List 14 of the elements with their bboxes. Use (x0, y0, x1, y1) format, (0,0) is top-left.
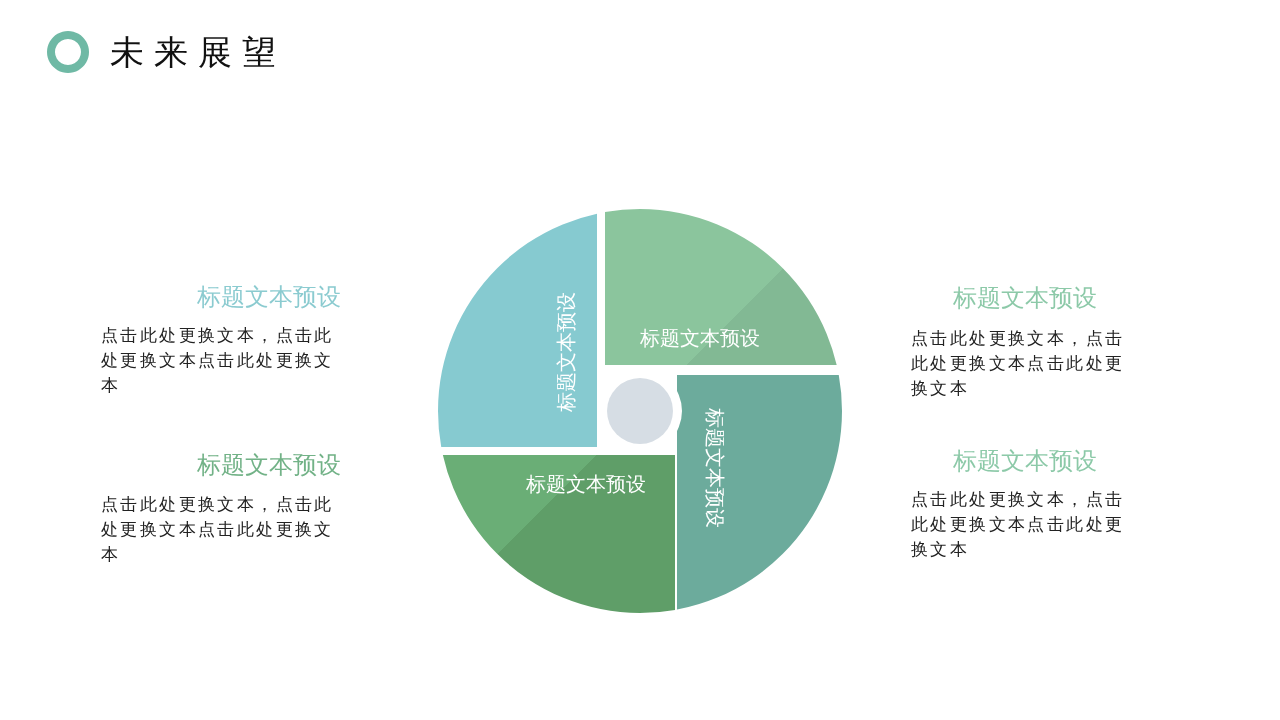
title: 未来展望 (110, 31, 286, 74)
segment-label: 标题文本预设 (703, 408, 727, 528)
body-text: 点击此处更换文本，点击此处更换文本点击此处更换文本 (101, 324, 335, 397)
heading: 标题文本预设 (952, 446, 1098, 476)
quadrant-segment (438, 213, 597, 447)
body-text: 点击此处更换文本，点击此处更换文本点击此处更换文本 (911, 327, 1126, 400)
heading: 标题文本预设 (196, 282, 341, 312)
heading: 标题文本预设 (952, 283, 1098, 313)
segment-label: 标题文本预设 (554, 292, 578, 412)
segment-label: 标题文本预设 (526, 472, 646, 496)
segment-label: 标题文本预设 (640, 326, 760, 350)
body-text: 点击此处更换文本，点击此处更换文本点击此处更换文本 (101, 493, 335, 566)
heading: 标题文本预设 (196, 450, 341, 480)
body-text: 点击此处更换文本，点击此处更换文本点击此处更换文本 (911, 488, 1126, 561)
